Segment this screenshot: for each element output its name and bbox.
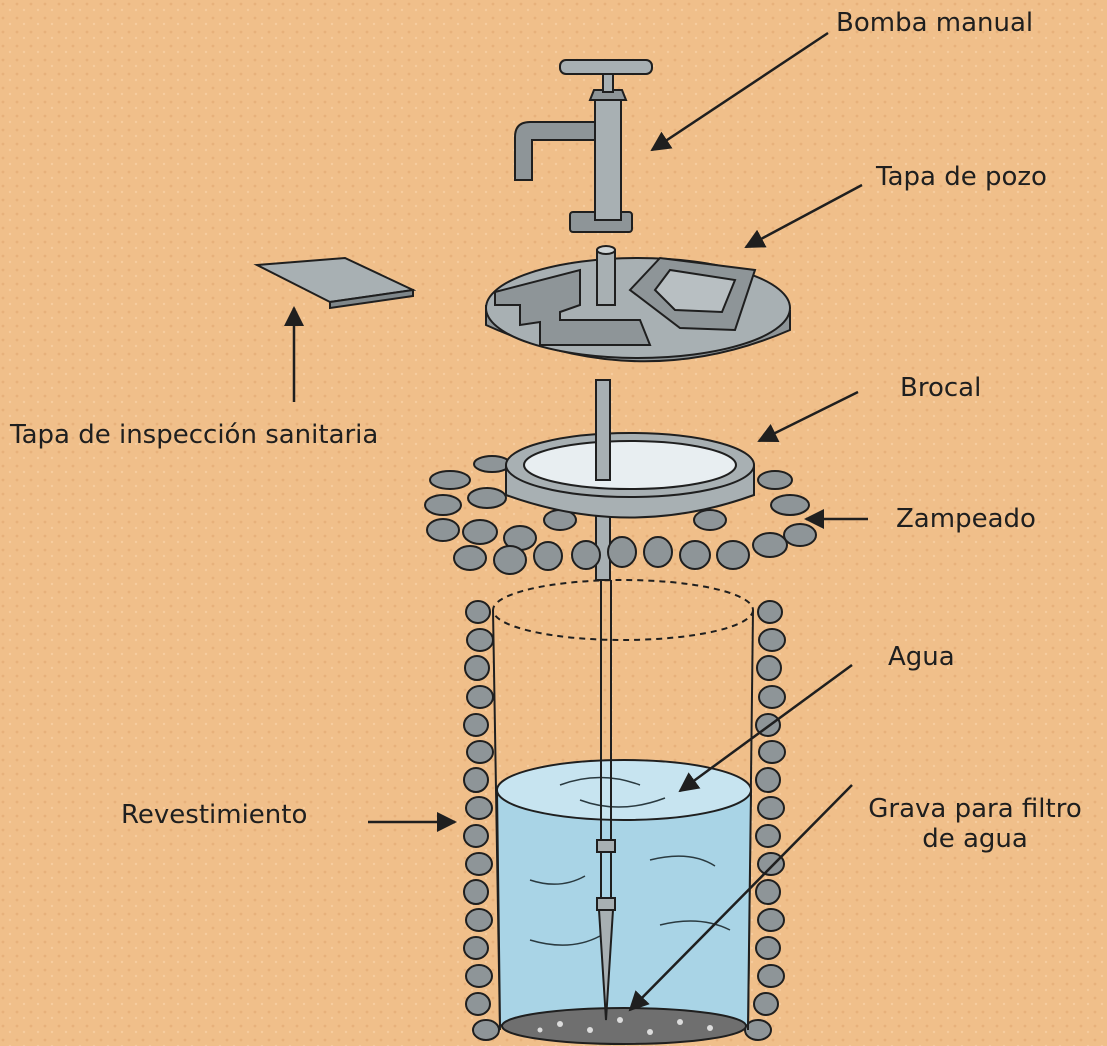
label-curb: Brocal xyxy=(900,373,982,403)
lining-stones-right xyxy=(744,600,786,1041)
label-paving: Zampeado xyxy=(896,504,1036,534)
hand-pump xyxy=(514,59,653,233)
gravel-filter xyxy=(501,1007,747,1045)
leader-arrows xyxy=(284,31,868,1012)
arrow-gravel xyxy=(628,784,853,1012)
label-water: Agua xyxy=(888,642,955,672)
label-gravel-line2: de agua xyxy=(922,824,1028,854)
well-cover xyxy=(485,245,791,363)
label-lining: Revestimiento xyxy=(121,800,308,830)
arrow-water xyxy=(678,663,853,793)
curb-ring xyxy=(505,379,755,519)
arrow-curb xyxy=(757,390,859,443)
water-body xyxy=(495,759,753,1041)
arrow-pump xyxy=(650,31,829,152)
lining-stones-left xyxy=(463,600,500,1041)
arrow-well-cover xyxy=(744,183,863,249)
label-inspection-cover: Tapa de inspección sanitaria xyxy=(10,420,379,450)
label-well-cover: Tapa de pozo xyxy=(876,162,1047,192)
label-gravel: Grava para filtro de agua xyxy=(850,794,1100,854)
inspection-cover xyxy=(253,256,417,310)
label-gravel-line1: Grava para filtro xyxy=(868,794,1082,824)
paving-stones xyxy=(424,455,817,575)
label-pump: Bomba manual xyxy=(836,8,1034,38)
